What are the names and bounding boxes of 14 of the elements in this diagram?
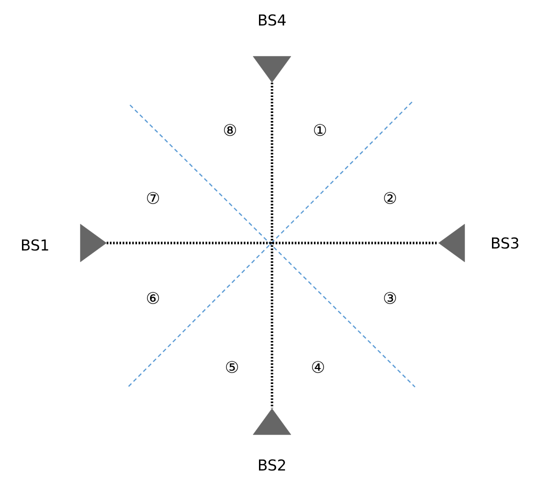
sector-number: ⑤ — [226, 361, 238, 373]
sector-number: ④ — [312, 361, 324, 373]
sector-number: ⑦ — [147, 192, 159, 204]
station-label: BS1 — [22, 239, 48, 251]
dotted-line — [106, 242, 438, 244]
station-label: BS3 — [492, 237, 518, 249]
sector-number: ⑧ — [224, 124, 236, 136]
station-label: BS4 — [258, 14, 286, 26]
sector-number: ③ — [384, 292, 396, 304]
sector-number: ① — [314, 124, 326, 136]
dotted-line — [270, 82, 274, 408]
sector-number: ⑥ — [147, 292, 159, 304]
sector-number: ② — [384, 192, 396, 204]
station-label: BS2 — [258, 459, 286, 471]
